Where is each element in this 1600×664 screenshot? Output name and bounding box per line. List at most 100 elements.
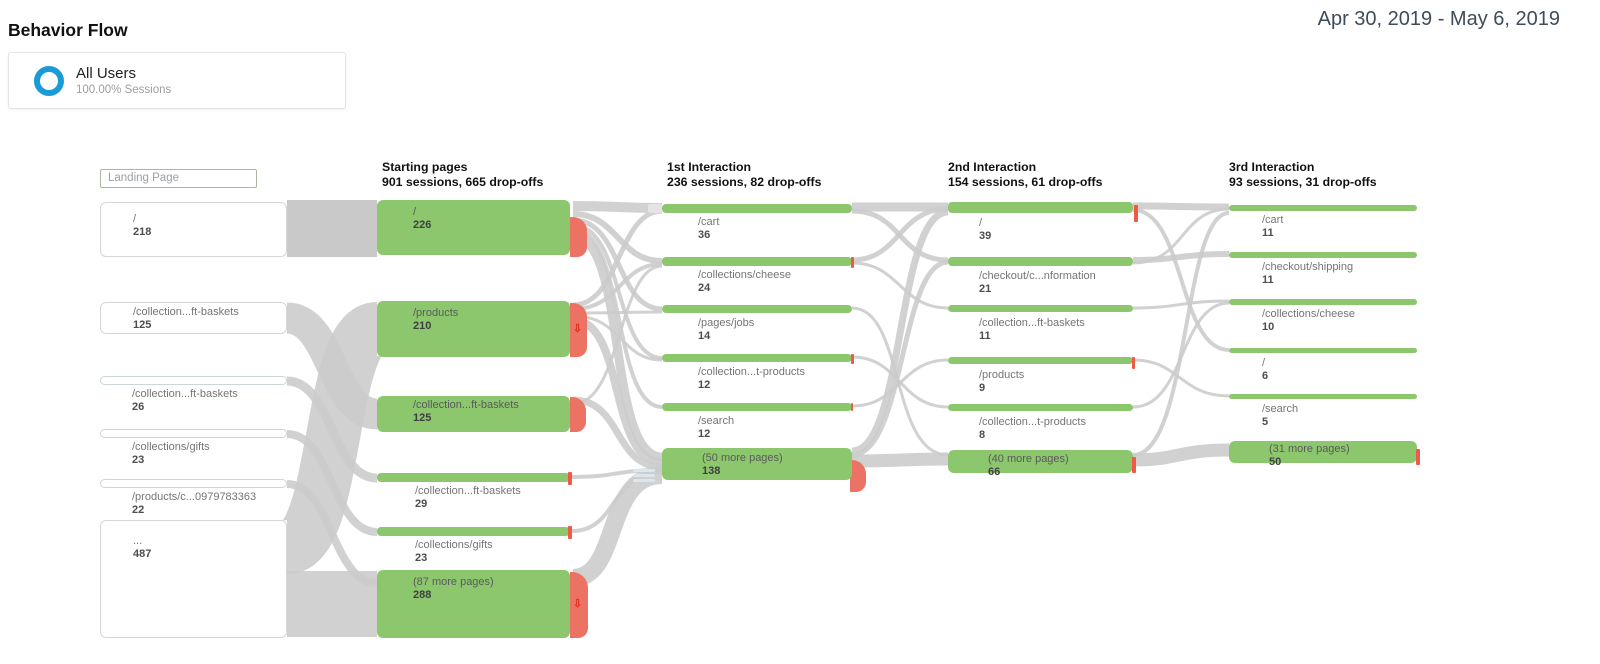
flow-node-i3-search[interactable]: [1229, 394, 1417, 399]
node-label: /collections/gifts: [132, 441, 210, 453]
node-value: 218: [133, 226, 152, 238]
flow-node-i2-home[interactable]: [948, 202, 1133, 213]
node-label: (50 more pages): [702, 452, 783, 464]
node-value: 24: [698, 282, 711, 294]
link-highlight-stub: [633, 469, 655, 472]
flow-node-i3-home[interactable]: [1229, 348, 1417, 353]
flow-node-i2-more[interactable]: (40 more pages) 66: [948, 450, 1133, 478]
dropoff-marker: ⇩: [570, 303, 587, 357]
flow-node-i3-cheese[interactable]: [1229, 299, 1417, 305]
flow-node-i3-checkout-shipping[interactable]: [1229, 252, 1417, 258]
column-title: 2nd Interaction: [948, 160, 1037, 174]
dropoff-marker: [570, 217, 587, 257]
node-label: /: [979, 217, 983, 229]
node-caption: /collections/cheese 10: [1262, 308, 1355, 334]
flow-node-landing-gift-baskets-2[interactable]: [100, 376, 287, 385]
node-caption: /collection...ft-baskets 11: [979, 317, 1085, 343]
flow-node-i1-more[interactable]: (50 more pages) 138: [662, 448, 852, 480]
node-value: 5: [1262, 416, 1269, 428]
node-value: 11: [1262, 227, 1274, 239]
flow-node-i1-cheese[interactable]: [662, 257, 852, 266]
node-caption: /search 5: [1262, 403, 1298, 429]
landing-page-selector[interactable]: Landing Page: [100, 169, 257, 188]
column-subtitle: 93 sessions, 31 drop-offs: [1229, 175, 1377, 189]
node-caption: /collections/cheese 24: [698, 269, 791, 295]
node-label: /checkout/shipping: [1262, 261, 1354, 273]
flow-node-start-products[interactable]: /products 210: [377, 301, 570, 357]
node-value: 487: [133, 548, 152, 560]
node-label: /collection...ft-baskets: [413, 399, 519, 411]
node-value: 12: [698, 379, 711, 391]
flow-node-i1-t-products[interactable]: [662, 354, 852, 362]
node-label: /checkout/c...nformation: [979, 270, 1096, 282]
node-label: (31 more pages): [1269, 443, 1350, 455]
node-value: 14: [698, 330, 711, 342]
node-caption: /collections/gifts 23: [415, 539, 493, 565]
node-value: 66: [988, 466, 1001, 478]
node-value: 36: [698, 229, 711, 241]
node-label: /: [133, 213, 137, 225]
node-label: /search: [1262, 403, 1299, 415]
node-value: 226: [413, 219, 432, 231]
node-label: /products: [413, 307, 459, 319]
flow-node-landing-gift-baskets[interactable]: /collection...ft-baskets 125: [100, 302, 287, 334]
column-subtitle: 236 sessions, 82 drop-offs: [667, 175, 822, 189]
dropoff-tick: [1132, 457, 1136, 473]
node-value: 11: [979, 330, 991, 342]
dropoff-marker: ⇩: [570, 572, 588, 638]
flow-node-i1-jobs[interactable]: [662, 305, 852, 313]
node-value: 23: [415, 552, 428, 564]
node-caption: /collection...ft-baskets 26: [132, 388, 238, 414]
landing-page-selector-label: Landing Page: [108, 172, 179, 184]
column-header-1st-interaction: 1st Interaction 236 sessions, 82 drop-of…: [667, 160, 821, 190]
flow-node-landing-product[interactable]: [100, 479, 287, 488]
node-caption: / 6: [1262, 357, 1268, 383]
flow-node-i3-more[interactable]: (31 more pages) 50: [1229, 441, 1417, 468]
flow-node-i2-checkout[interactable]: [948, 257, 1133, 266]
segment-ring-icon: [34, 65, 64, 96]
dropoff-tick: [1132, 357, 1135, 369]
flow-node-start-gifts[interactable]: [377, 527, 570, 536]
node-label: /collections/cheese: [698, 269, 791, 281]
flow-node-start-gift-baskets-2[interactable]: [377, 473, 570, 482]
node-label: /collection...ft-baskets: [415, 485, 521, 497]
node-label: /collections/gifts: [415, 539, 493, 551]
column-title: 3rd Interaction: [1229, 160, 1315, 174]
node-caption: /checkout/shipping 11: [1262, 261, 1353, 287]
link-highlight-stub: [633, 474, 655, 477]
column-header-3rd-interaction: 3rd Interaction 93 sessions, 31 drop-off…: [1229, 160, 1377, 190]
flow-node-i1-search[interactable]: [662, 403, 852, 411]
date-range[interactable]: Apr 30, 2019 - May 6, 2019: [1317, 8, 1560, 30]
node-label: /products: [979, 369, 1025, 381]
segment-name: All Users: [76, 64, 137, 82]
node-value: 288: [413, 589, 432, 601]
column-header-starting-pages: Starting pages 901 sessions, 665 drop-of…: [382, 160, 543, 190]
flow-node-i2-t-products[interactable]: [948, 404, 1133, 411]
flow-node-i2-products[interactable]: [948, 357, 1133, 364]
flow-node-i3-cart[interactable]: [1229, 205, 1417, 211]
flow-node-landing-home[interactable]: / 218: [100, 202, 287, 257]
segment-card[interactable]: All Users 100.00% Sessions: [8, 52, 346, 109]
flow-node-start-home[interactable]: / 226: [377, 200, 570, 255]
dropoff-arrow-icon: ⇩: [573, 598, 583, 610]
node-label: /products/c...0979783363: [132, 491, 257, 503]
node-caption: /pages/jobs 14: [698, 317, 754, 343]
node-label: /cart: [1262, 214, 1284, 226]
dropoff-tick: [1134, 205, 1138, 222]
dropoff-tick: [1416, 449, 1420, 465]
node-caption: /collections/gifts 23: [132, 441, 210, 467]
column-title: 1st Interaction: [667, 160, 752, 174]
flow-node-i2-gift-baskets[interactable]: [948, 305, 1133, 312]
flow-node-start-more[interactable]: (87 more pages) 288: [377, 570, 570, 638]
node-caption: /checkout/c...nformation 21: [979, 270, 1096, 296]
flow-node-i1-cart[interactable]: [662, 204, 852, 213]
node-value: 39: [979, 230, 992, 242]
node-caption: / 39: [979, 217, 991, 243]
node-caption: /cart 36: [698, 216, 719, 242]
flow-node-start-gift-baskets[interactable]: /collection...ft-baskets 125: [377, 396, 570, 432]
flow-node-landing-gifts[interactable]: [100, 429, 287, 438]
flow-node-landing-more[interactable]: ... 487: [100, 520, 287, 638]
dropoff-tick: [851, 257, 854, 268]
node-label: /cart: [698, 216, 720, 228]
